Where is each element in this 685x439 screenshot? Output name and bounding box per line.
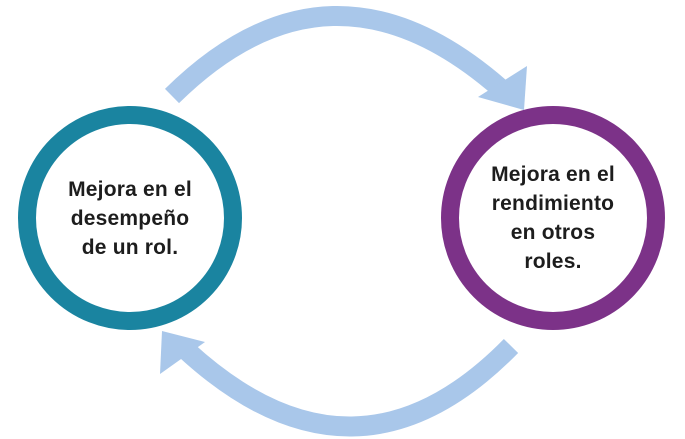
arrow-bottom-head: [160, 331, 205, 374]
arrow-top-arc: [164, 5, 507, 104]
node-right-label: Mejora en el rendimiento en otros roles.: [491, 163, 615, 273]
node-left-label: Mejora en el desempeño de un rol.: [68, 177, 192, 259]
arrow-top-head: [478, 66, 527, 110]
arrow-bottom-arc: [179, 338, 519, 437]
node-left-ring: [18, 106, 242, 330]
node-right-ring: [441, 106, 665, 330]
